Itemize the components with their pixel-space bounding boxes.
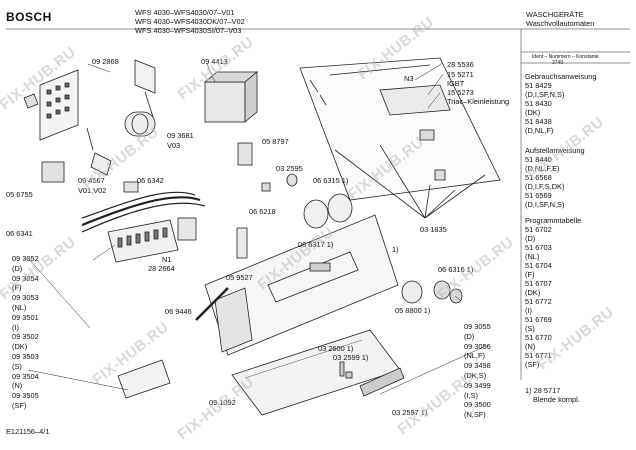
brand-logo: BOSCH [6,10,52,24]
part-label-155271: 15 5271 [447,70,474,79]
part-label-093681: 09 3681 [167,131,194,140]
part-label-155273: 15 5273 [447,88,474,97]
part-label-058797: 05 8797 [262,137,289,146]
footer-code: E121156–4/1 [6,427,50,436]
part-label-069446: 06 9446 [165,307,192,316]
part-label-0663151: 06 6315 1) [313,176,349,185]
model-header: WFS 4030–WFS4030/07–V01 WFS 4030–WFS4030… [135,8,245,35]
part-label-282664: 28 2664 [148,264,175,273]
install-guide-block: Aufstellanweisung 51 8440(D,NL,F,E) 51 6… [525,146,585,209]
part-label-091092: 09 1092 [209,398,236,407]
fascia-note-block: 1) 28 5717 Blende kompl. [525,386,580,404]
part-label-066341: 06 6341 [6,229,33,238]
part-label-0325991: 03 2599 1) [333,353,369,362]
part-label-n1: N1 [162,255,172,264]
model-line: WFS 4030–WFS4030/07–V01 [135,8,235,17]
part-label-032595: 03 2595 [276,164,303,173]
part-label-0663171: 06 6317 1) [298,240,334,249]
part-label-igbt: IGBT [447,79,465,88]
part-label-0325971: 03 2597 1) [392,408,428,417]
part-label-285536: 28 5536 [447,60,474,69]
part-label-056755: 05 6755 [6,190,33,199]
model-line: WFS 4030–WFS4030SI/07–V03 [135,25,242,35]
panel-variant-list: 09 3052(D)09 3054(F) 09 3053(NL)09 3501(… [12,254,39,410]
part-label-066218: 06 6218 [249,207,276,216]
part-label-1: 1) [392,245,399,254]
program-table-block: Programmtabelle 51 6702(D) 51 6703(NL) 5… [525,216,582,369]
part-label-triac: Triac–Kleinleistung [447,97,510,106]
part-label-092868: 09 2868 [92,57,119,66]
part-label-v03: V03 [167,141,181,150]
part-label-0326001: 03 2600 1) [318,344,354,353]
part-label-v0102: V01,V02 [78,186,107,195]
model-line: WFS 4030–WFS4030DK/07–V02 [135,16,245,26]
part-label-0588001: 05 8800 1) [395,306,431,315]
user-manual-block: Gebrauchsanweisung 51 8429(D,I,SF,N,S) 5… [525,72,597,135]
card-variant-list: 09 3055(D)09 3056(NL,F) 09 3498(DK,S)09 … [464,322,491,420]
part-label-n3: N3 [404,74,414,83]
part-label-066342: 06 6342 [137,176,164,185]
part-label-031835: 03 1835 [420,225,447,234]
part-label-0663161: 06 6316 1) [438,265,474,274]
category-heading: WASCHGERÄTE Waschvollautomaten [526,10,595,28]
part-label-094413: 09 4413 [201,57,228,66]
part-label-059527: 05 9527 [226,273,253,282]
part-label-094567: 09 4567 [78,176,105,185]
